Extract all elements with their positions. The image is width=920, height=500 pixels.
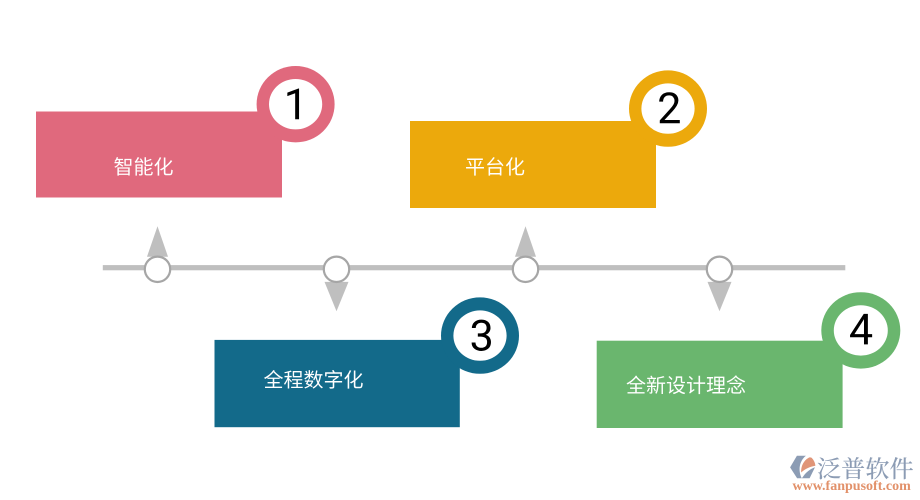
svg-text:www.fanpusoft.com: www.fanpusoft.com bbox=[793, 479, 912, 494]
